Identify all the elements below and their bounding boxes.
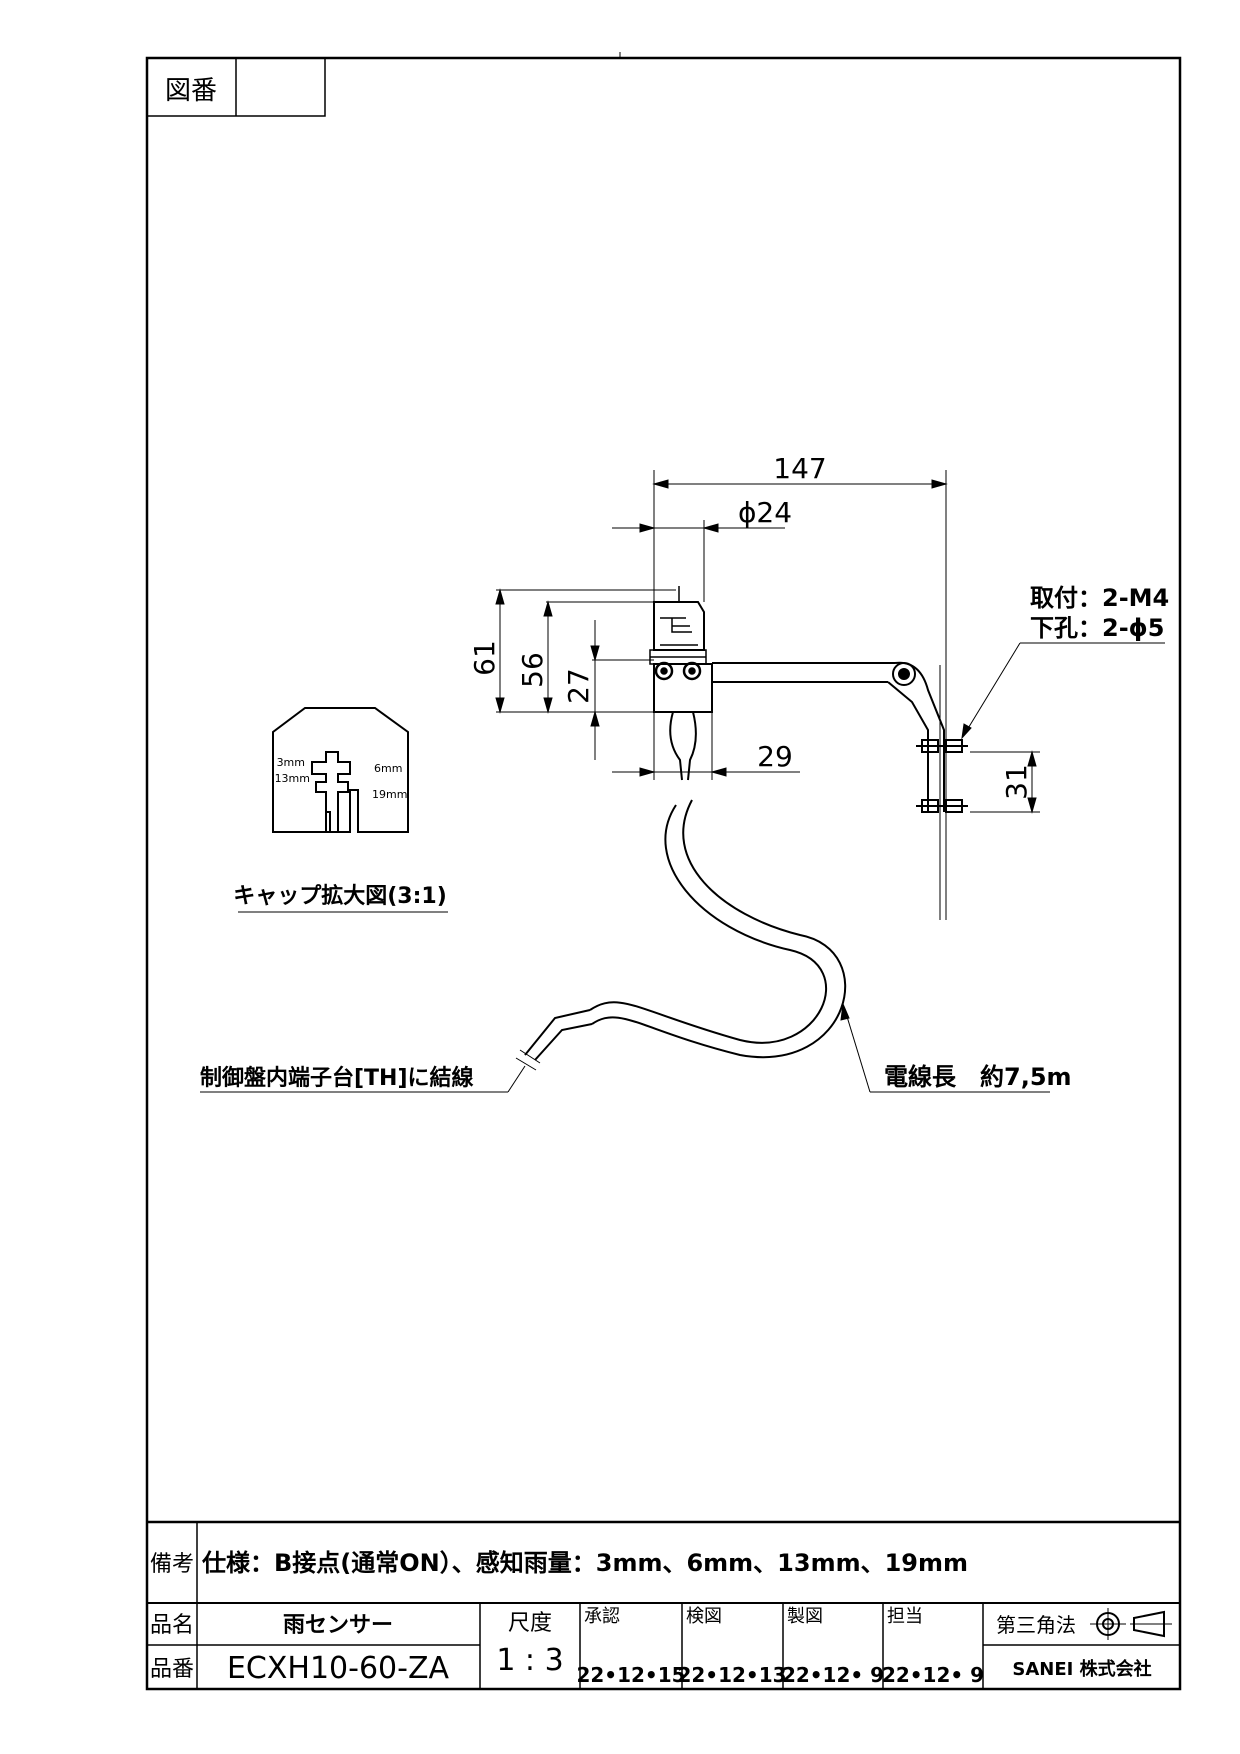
product-name: 雨センサー xyxy=(283,1613,393,1638)
title-block xyxy=(147,1520,1180,1689)
company-name: SANEI 株式会社 xyxy=(1012,1658,1151,1680)
remarks-text: 仕様：B接点(通常ON）、感知雨量：3mm、6mm、13mm、19mm xyxy=(201,1549,968,1577)
mounting-bolt-lower xyxy=(916,799,968,813)
dim-31: 31 xyxy=(1000,764,1033,800)
checked-date: 22•12•13 xyxy=(677,1663,786,1687)
title-block-texts: 備考 仕様：B接点(通常ON）、感知雨量：3mm、6mm、13mm、19mm 品… xyxy=(150,1549,1152,1687)
checked-label: 検図 xyxy=(686,1606,722,1627)
cable xyxy=(524,711,847,1061)
charge-label: 担当 xyxy=(887,1606,923,1627)
part-no-label: 品番 xyxy=(150,1657,194,1682)
scale-value: 1 : 3 xyxy=(496,1643,563,1678)
sensor-head xyxy=(649,586,707,665)
dim-61: 61 xyxy=(468,640,501,676)
projection-label: 第三角法 xyxy=(996,1613,1076,1637)
mounting-arm xyxy=(712,661,945,812)
charge-date: 22•12• 9 xyxy=(882,1663,984,1687)
sheet-border xyxy=(145,56,1182,1691)
cap-label-19mm: 19mm xyxy=(372,788,407,801)
mounting-note-line2: 下孔：2-ϕ5 xyxy=(1030,614,1164,642)
dim-29: 29 xyxy=(757,740,793,773)
third-angle-projection-icon xyxy=(1090,1608,1172,1640)
wiring-note: 制御盤内端子台[TH]に結線 xyxy=(200,1065,474,1091)
drawing-number-label: 図番 xyxy=(165,76,217,106)
screw-left xyxy=(654,661,674,681)
mounting-bolt-upper xyxy=(916,739,968,753)
drawn-label: 製図 xyxy=(787,1606,823,1627)
drawing-number-box: 図番 xyxy=(146,57,326,117)
product-name-label: 品名 xyxy=(150,1613,194,1638)
cap-label-13mm: 13mm xyxy=(275,772,310,785)
dim-27: 27 xyxy=(562,668,595,704)
dim-147: 147 xyxy=(773,452,826,485)
sensor-body xyxy=(653,663,713,713)
scale-label: 尺度 xyxy=(508,1611,552,1636)
dim-phi24: ϕ24 xyxy=(738,496,792,529)
sensor-drawing xyxy=(515,586,968,1071)
part-no: ECXH10-60-ZA xyxy=(227,1651,450,1686)
cap-label-6mm: 6mm xyxy=(374,762,402,775)
cap-enlarged-view xyxy=(272,707,409,833)
remarks-label: 備考 xyxy=(150,1552,194,1577)
approved-label: 承認 xyxy=(584,1606,620,1627)
mounting-note-line1: 取付：2-M4 xyxy=(1030,584,1169,612)
cable-length-note: 電線長 約7,5m xyxy=(884,1063,1072,1091)
dimension-texts: 147 ϕ24 61 56 27 29 31 取付：2-M4 下孔：2-ϕ5 制… xyxy=(200,452,1169,1091)
cap-caption: キャップ拡大図(3:1) xyxy=(233,884,447,909)
cap-labels: 3mm 13mm 6mm 19mm キャップ拡大図(3:1) xyxy=(233,756,447,909)
approved-date: 22•12•15 xyxy=(576,1663,685,1687)
dimension-lines xyxy=(200,470,1165,1093)
cap-label-3mm: 3mm xyxy=(277,756,305,769)
cable-break xyxy=(515,1049,541,1071)
drawn-date: 22•12• 9 xyxy=(782,1663,884,1687)
screw-right xyxy=(682,661,702,681)
dim-56: 56 xyxy=(516,652,549,688)
